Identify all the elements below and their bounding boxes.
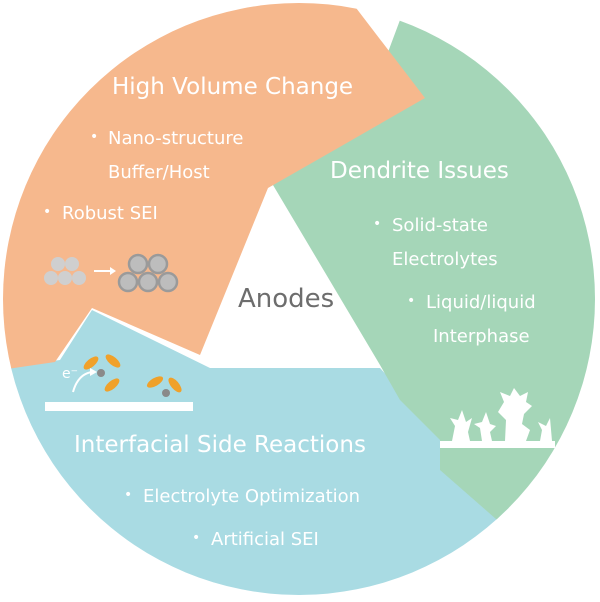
interfacial-item-1: Electrolyte Optimization (143, 486, 361, 507)
particles-large (117, 253, 179, 293)
volume-item-1-line-2: Buffer/Host (108, 162, 210, 183)
segment-volume (3, 3, 425, 370)
electrode-bar-icon (45, 402, 193, 411)
decomposed-molecule-icon (146, 376, 182, 397)
center-triangle (205, 190, 380, 368)
volume-item-1-line-1: Nano-structure (108, 128, 244, 149)
bullet-icon: • (90, 129, 99, 145)
volume-title: High Volume Change (112, 74, 354, 100)
dendrite-item-2-line-1: Liquid/liquid (426, 292, 536, 313)
bullet-icon: • (43, 204, 52, 220)
bullet-icon: • (124, 487, 133, 503)
electrolyte-molecule-icon (83, 354, 121, 392)
dendrite-icon (440, 388, 555, 448)
arrow-icon (94, 267, 116, 275)
dendrite-item-2-line-2: Interphase (433, 326, 530, 347)
dendrite-item-1-line-2: Electrolytes (392, 249, 498, 270)
bullet-icon: • (407, 293, 416, 309)
volume-item-2: Robust SEI (62, 203, 158, 224)
center-label: Anodes (238, 284, 335, 314)
interfacial-title: Interfacial Side Reactions (74, 432, 366, 458)
particles-small (44, 257, 86, 285)
interfacial-item-2: Artificial SEI (211, 529, 319, 550)
dendrite-item-1-line-1: Solid-state (392, 215, 488, 236)
bullet-icon: • (373, 216, 382, 232)
segment-dendrite (270, 3, 595, 595)
bullet-icon: • (192, 530, 201, 546)
electron-arrow-icon (72, 371, 93, 393)
electron-arrowhead-icon (90, 368, 97, 376)
electron-label: e⁻ (62, 366, 79, 382)
dendrite-title: Dendrite Issues (330, 158, 509, 184)
